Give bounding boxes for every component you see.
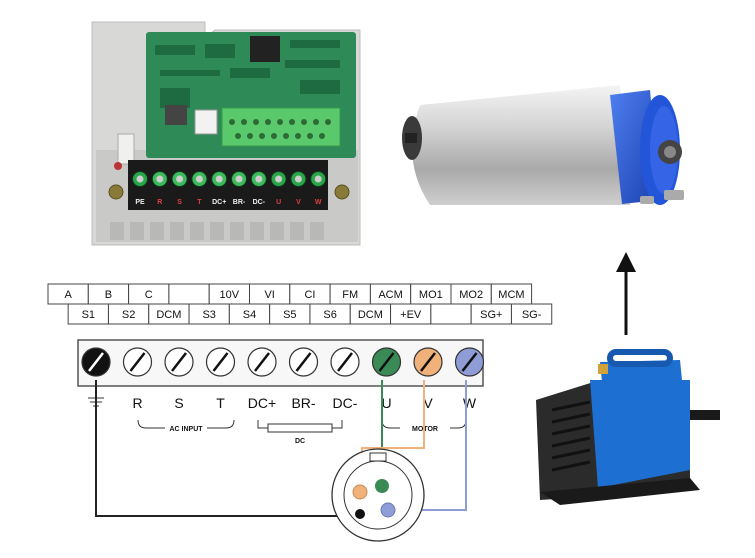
ctrl-top-label: CI: [304, 289, 315, 301]
photo-screw-head: [275, 175, 283, 183]
screw-slot: [212, 352, 229, 372]
ctrl-top-cell: [168, 283, 210, 305]
ctrl-top-label: B: [105, 289, 112, 301]
screw-slot: [420, 352, 436, 372]
power-terminal-label: S: [174, 395, 183, 411]
power-terminal-label: DC+: [248, 395, 276, 411]
ctrl-bottom-label: SG-: [522, 309, 542, 321]
photo-terminal-label: T: [197, 199, 202, 206]
spindle-motor: [402, 85, 684, 205]
power-terminal-label: W: [463, 395, 477, 411]
power-terminal-label: V: [423, 395, 433, 411]
ctrl-bottom-label: +EV: [400, 309, 422, 321]
spindle-connector: [331, 448, 425, 542]
screw-slot: [254, 352, 270, 372]
screw-slot: [461, 352, 478, 372]
arrow-up-icon: [616, 252, 636, 335]
ctrl-top-label: MO2: [459, 289, 483, 301]
screw-slot: [171, 352, 187, 372]
power-terminal-label: T: [216, 395, 225, 411]
screw-slot: [88, 352, 104, 372]
photo-screw-head: [136, 175, 144, 183]
power-terminal-label: R: [132, 395, 142, 411]
ground-wire: [95, 380, 370, 517]
ctrl-top-label: VI: [264, 289, 274, 301]
ctrl-bottom-label: S5: [283, 309, 296, 321]
photo-terminal-label: S: [177, 199, 182, 206]
power-terminal-strip: R S T DC+ BR- DC- U V W: [77, 339, 485, 411]
ctrl-bottom-label: S3: [202, 309, 215, 321]
ctrl-bottom-cell: [510, 303, 553, 325]
power-terminal-label: U: [381, 395, 391, 411]
photo-terminal-labels: PE R S T DC+ BR- DC- U V W: [135, 199, 322, 206]
ctrl-bottom-label: DCM: [358, 309, 383, 321]
ctrl-top-label: FM: [342, 289, 358, 301]
ctrl-bottom-label: S2: [122, 309, 135, 321]
photo-terminal-label: PE: [135, 199, 145, 206]
photo-terminal-label: V: [296, 199, 301, 206]
photo-terminal-screws: [132, 171, 327, 187]
ctrl-top-label: ACM: [378, 289, 402, 301]
photo-terminal-label: U: [276, 199, 281, 206]
screw-slot: [378, 352, 395, 372]
photo-screw-head: [215, 175, 223, 183]
ctrl-top-label: MCM: [498, 289, 524, 301]
screw-slot: [295, 352, 312, 372]
photo-screw-head: [294, 175, 302, 183]
ctrl-bottom-label: S4: [243, 309, 256, 321]
ctrl-top-label: MO1: [419, 289, 443, 301]
water-pump: [536, 349, 720, 505]
photo-screw-head: [176, 175, 184, 183]
inverter-photo: PE R S T DC+ BR- DC- U V W: [91, 21, 361, 246]
photo-terminal-label: DC-: [253, 199, 266, 206]
ctrl-bottom-label: SG+: [480, 309, 502, 321]
ctrl-bottom-label: DCM: [156, 309, 181, 321]
ac-input-label: AC INPUT: [169, 426, 203, 433]
power-terminal-label: BR-: [291, 395, 315, 411]
control-terminal-grid: A B C 10V VI CI FM ACM MO1 MO2 MCM S1 S2 DCM S3 S4 S5 S6 D…: [47, 283, 553, 325]
ctrl-bottom-cell: [430, 303, 472, 325]
ctrl-bottom-label: S1: [82, 309, 95, 321]
photo-terminal-label: BR-: [233, 199, 246, 206]
ctrl-top-label: 10V: [220, 289, 240, 301]
photo-terminal-label: R: [157, 199, 162, 206]
photo-terminal-label: DC+: [212, 199, 226, 206]
screw-slot: [129, 352, 146, 372]
dc-label: DC: [295, 438, 305, 445]
photo-terminal-label: W: [315, 199, 322, 206]
photo-screw-head: [235, 175, 243, 183]
ctrl-bottom-label: S6: [323, 309, 336, 321]
ac-input-bracket: [137, 419, 235, 429]
photo-screw-head: [255, 175, 263, 183]
photo-screw-head: [195, 175, 203, 183]
power-terminal-label: DC-: [333, 395, 358, 411]
photo-screw-head: [314, 175, 322, 183]
ctrl-top-label: C: [145, 289, 153, 301]
photo-screw-head: [156, 175, 164, 183]
screw-slot: [337, 352, 353, 372]
ctrl-top-label: A: [64, 289, 72, 301]
